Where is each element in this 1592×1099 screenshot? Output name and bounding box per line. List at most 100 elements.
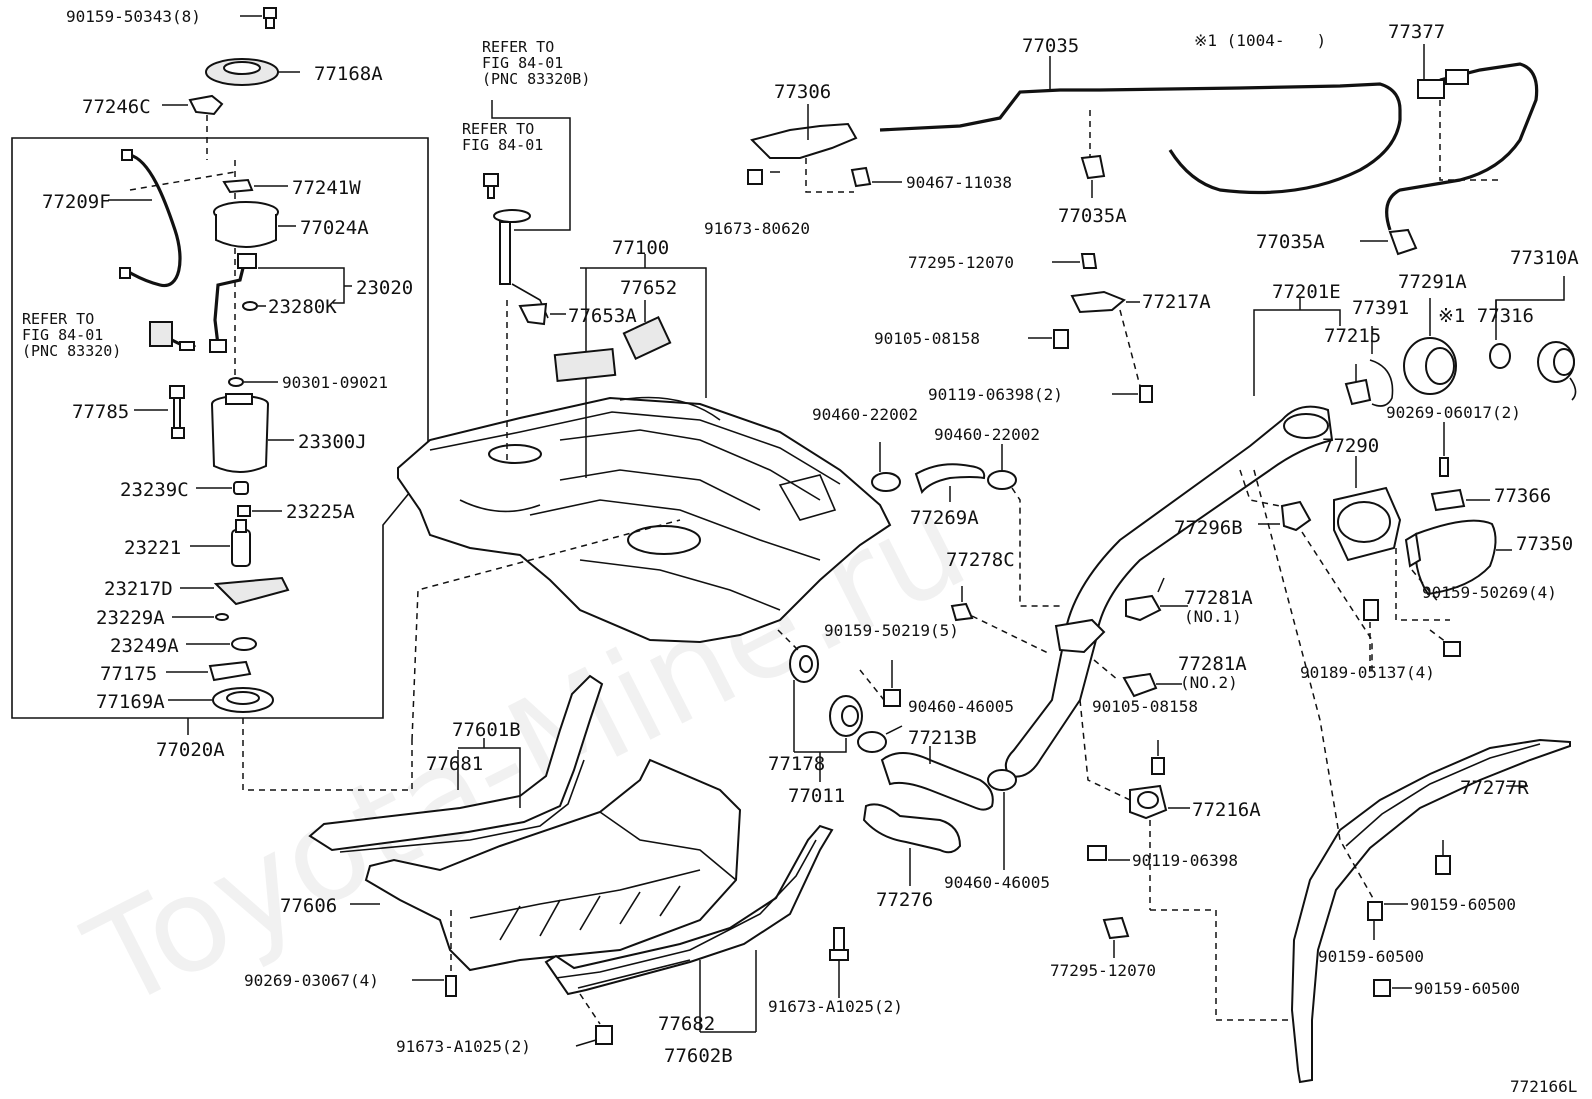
bolt-icon	[1139, 385, 1153, 403]
bolt-icon	[1367, 901, 1383, 921]
clip-icon	[1344, 378, 1372, 406]
bolt-icon	[445, 975, 457, 997]
part-label: 77366	[1494, 485, 1551, 507]
ref-mid-line2: FIG 84-01	[462, 136, 543, 154]
filler-hose-group	[777, 253, 1577, 1021]
part-label: 90119-06398	[1132, 851, 1238, 870]
ref-top-line1: REFER TO	[482, 38, 554, 56]
part-label: 91673-A1025(2)	[396, 1037, 531, 1056]
part-label: 23217D	[104, 578, 173, 600]
bolt-head-icon	[829, 949, 849, 961]
fuel-line-icon	[213, 259, 247, 346]
part-label: 77035A	[1058, 205, 1127, 227]
bolt-icon	[1373, 979, 1391, 997]
hose-clamp-icon	[871, 472, 901, 492]
fuel-pump-assembly-group	[11, 7, 429, 791]
filler-cap-housing-icon	[1403, 337, 1457, 395]
bolt-icon	[1151, 757, 1165, 775]
part-label: 90467-11038	[906, 173, 1012, 192]
part-label: 77175	[100, 663, 157, 685]
fuel-pump-icon	[231, 519, 251, 567]
hose-clamp-icon	[987, 769, 1017, 791]
bracket-icon	[750, 122, 858, 159]
bolt-icon	[747, 169, 763, 185]
filler-pipe-protector-icon	[1290, 738, 1571, 1084]
reference-notes: REFER TO FIG 84-01 (PNC 83320B) REFER TO…	[22, 31, 1577, 1096]
o-ring-icon	[242, 301, 258, 311]
hose-icon	[862, 803, 962, 854]
retaining-ring-icon	[1369, 359, 1394, 407]
part-label: 90159-60500	[1410, 895, 1516, 914]
bracket-icon	[1280, 500, 1312, 532]
date-note: ※1 (1004- )	[1194, 31, 1326, 50]
ref-top-line3: (PNC 83320B)	[482, 70, 590, 88]
part-label: 77201E	[1272, 281, 1341, 303]
pump-flange-icon	[213, 201, 279, 248]
gasket-icon	[789, 645, 819, 683]
retainer-icon	[208, 660, 252, 682]
part-label: 77246C	[82, 96, 151, 118]
pad-icon	[553, 347, 617, 383]
fuel-filter-icon	[211, 393, 269, 473]
hose-clamp-icon	[857, 731, 887, 753]
connector-icon	[149, 321, 197, 351]
clamp-icon	[1125, 594, 1162, 622]
part-label: 23229A	[96, 607, 165, 629]
part-label: 90269-03067(4)	[244, 971, 379, 990]
part-label: 23280K	[268, 296, 337, 318]
retainer-ring-icon	[205, 58, 279, 86]
part-label: 77169A	[96, 691, 165, 713]
part-label: 77020A	[156, 739, 225, 761]
clamp-icon	[231, 637, 257, 651]
part-label: 90460-22002	[812, 405, 918, 424]
part-label: 77290	[1322, 435, 1379, 457]
hose-clamp-icon	[987, 470, 1017, 490]
cable-end-icon	[1417, 79, 1445, 99]
part-label: 77178	[768, 753, 825, 775]
tank-strap-icon	[308, 674, 604, 852]
tank-protector-icon	[364, 758, 742, 972]
part-label: 77276	[876, 889, 933, 911]
part-label: 77291A	[1398, 271, 1467, 293]
part-label: 77100	[612, 237, 669, 259]
clamp-icon	[1122, 672, 1158, 698]
bolt-icon	[883, 689, 901, 707]
bolt-icon	[1053, 329, 1069, 349]
fuel-sender-icon	[169, 385, 185, 439]
diagram-id: 772166L	[1510, 1077, 1577, 1096]
ref-top-line2: FIG 84-01	[482, 54, 563, 72]
bracket-icon	[1070, 290, 1126, 314]
part-label: 77653A	[568, 305, 637, 327]
part-label: 77215	[1324, 325, 1381, 347]
ref-left-line3: (PNC 83320)	[22, 342, 121, 360]
part-label: (NO.2)	[1180, 673, 1238, 692]
part-label: 77277R	[1460, 777, 1529, 799]
part-label: (NO.1)	[1184, 607, 1242, 626]
wire-harness-icon	[127, 153, 182, 288]
part-label: 77606	[280, 895, 337, 917]
part-label: 77217A	[1142, 291, 1211, 313]
breather-valve-icon	[829, 695, 863, 737]
hose-icon	[914, 463, 986, 495]
fuel-lid-cable-icon	[879, 82, 1402, 195]
spacer-icon	[237, 505, 251, 517]
part-label: 90269-06017(2)	[1386, 403, 1521, 422]
part-label: 77602B	[664, 1045, 733, 1067]
part-label: 77601B	[452, 719, 521, 741]
washer-icon	[215, 613, 229, 621]
ref-left-line2: FIG 84-01	[22, 326, 103, 344]
part-label: 77168A	[314, 63, 383, 85]
part-label: 77011	[788, 785, 845, 807]
tank-straps-group	[308, 674, 849, 1047]
part-label: 77377	[1388, 21, 1445, 43]
clamp-icon	[1080, 154, 1106, 180]
part-label: 77652	[620, 277, 677, 299]
fuel-cap-icon	[1537, 341, 1577, 401]
part-label: 77024A	[300, 217, 369, 239]
part-label: 77241W	[292, 177, 361, 199]
cable-bracket-group	[747, 44, 1539, 256]
bracket-icon	[1054, 618, 1106, 654]
clip-icon	[1439, 457, 1449, 477]
part-label: 90301-09021	[282, 373, 388, 392]
